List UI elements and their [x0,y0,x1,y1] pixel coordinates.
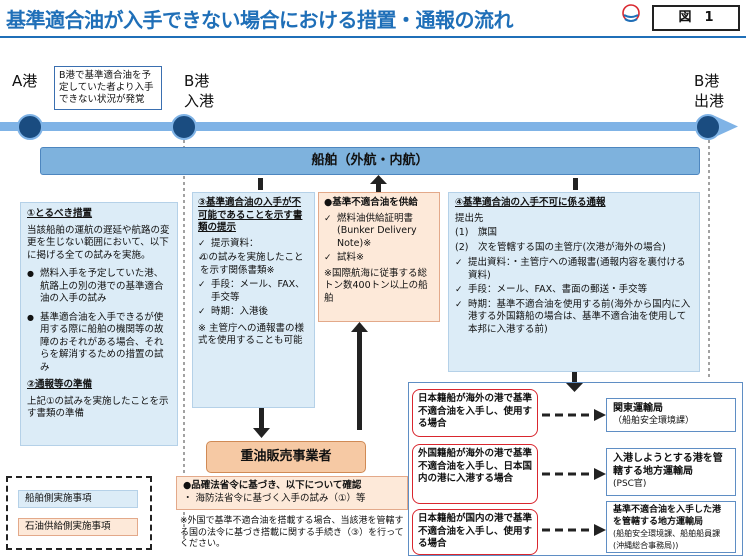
dealer-note-line2: ・ 海防法省令に基づく入手の試み（①）等 [183,492,366,504]
list-item: 燃料油供給証明書(Bunker Delivery Note)※ [324,213,434,251]
legend-ship-side: 船舶側実施事項 [18,490,138,508]
report-heading: ④基準適合油の入手不可に係る通報 [455,197,606,208]
bottom-note: ※外国で基準不適合油を搭載する場合、当該港を管轄する国の法令に基づき搭載に関する… [180,516,404,549]
fuel-list: 燃料油供給証明書(Bunker Delivery Note)※ 試料※ [324,213,434,265]
flow-authority-2-sub: (PSC官) [613,479,647,489]
fuel-dealer-box: 重油販売事業者 [206,441,366,473]
title-divider [0,36,746,38]
documents-list: 提示資料： ①の試みを実施したことを示す関係書類※ 手段：メール、FAX、手交等… [198,238,309,319]
flow-authority-3-name: 基準不適合油を入手した港を管轄する地方運輸局 [613,505,722,527]
list-item: 提示資料： [198,238,309,251]
documents-note: ※ 主管庁への通報書の様式を使用することも可能 [198,322,304,347]
report-list: 提出資料：・主管庁への通報書(通報内容を裏付ける資料) 手段：メール、FAX、書… [455,257,693,336]
list-item: 基準適合油を入手できるが使用する際に船舶の機関等の故障のおそれがある場合、それら… [27,312,171,375]
documents-heading: ③基準適合油の入手が不可能であることを示す書類の提示 [198,197,303,233]
panel-report: ④基準適合油の入手不可に係る通報 提出先 (1) 旗国 (2) 次を管轄する国の… [448,192,700,372]
list-item: 時期：基準不適合油を使用する前(海外から国内に入港する外国籍船の場合は、基準不適… [455,299,693,337]
dealer-note-line1: ●品確法省令に基づき、以下について確認 [183,480,362,491]
list-item: 手段：メール、FAX、書面の郵送・手交等 [455,284,693,297]
port-a-dot [17,114,43,140]
panel-measures: ①とるべき措置 当該船舶の運航の遅延や航路の変更を生じない範囲において、以下に掲… [20,202,178,446]
figure-label: 図 1 [652,5,740,31]
flow-authority-2-name: 入港しようとする港を管轄する地方運輸局 [613,453,723,477]
list-item: 手段：メール、FAX、手交等 [198,279,309,304]
flow-dashed-arrows [542,409,606,536]
list-item: 提出資料：・主管庁への通報書(通報内容を裏付ける資料) [455,257,693,282]
legend: 船舶側実施事項 石油供給側実施事項 [6,476,152,550]
flow-authority-1: 関東運輸局 （船舶安全環境課） [606,398,736,432]
fuel-note: ※国際航海に従事する総トン数400トン以上の船舶 [324,267,428,304]
list-item: 時期：入港後 [198,306,309,319]
port-b-entry-dot [171,114,197,140]
flow-case-3: 日本籍船が国内の港で基準不適合油を入手し、使用する場合 [412,509,538,555]
list-item: 試料※ [324,252,434,265]
report-prep-text: 上記①の試みを実施したことを示す書類の準備 [27,395,169,420]
discovery-callout: B港で基準適合油を予定していた者より入手できない状況が発覚 [54,66,162,110]
report-dest-2: (2) 次を管轄する国の主管庁(次港が海外の場合) [455,241,666,253]
report-prep-heading: ②通報等の準備 [27,379,93,390]
timeline-arrow [0,116,738,137]
flow-authority-1-name: 関東運輸局 [613,403,663,414]
dashed-guides [183,140,710,540]
flow-case-1: 日本籍船が海外の港で基準不適合油を入手し、使用する場合 [412,389,538,437]
measures-heading: ①とるべき措置 [27,208,93,219]
panel-fuel-supply: ●基準不適合油を供給 燃料油供給証明書(Bunker Delivery Note… [318,192,440,322]
list-item-text: ①の試みを実施したことを示す関係書類※ [200,252,304,276]
flow-authority-3: 基準不適合油を入手した港を管轄する地方運輸局 (船舶安全環境課、船舶船員課(沖縄… [606,501,736,553]
logo-icon [622,4,640,22]
page-title: 基準適合油が入手できない場合における措置・通報の流れ [6,8,514,32]
list-item: 燃料入手を予定していた港、航路上の別の港での基準適合油の入手の試み [27,268,171,306]
report-dest-label: 提出先 [455,212,484,224]
port-b-exit-line2: 出港 [694,92,725,110]
measures-intro: 当該船舶の運航の遅延や航路の変更を生じない範囲において、以下に掲げる全ての試みを… [27,224,170,261]
flow-authority-3-sub: (船舶安全環境課、船舶船員課(沖縄総合事務局)) [613,529,721,550]
flow-authority-2: 入港しようとする港を管轄する地方運輸局 (PSC官) [606,448,736,496]
flow-authority-1-sub: （船舶安全環境課） [613,416,695,426]
legend-fuel-side: 石油供給側実施事項 [18,518,138,536]
panel-documents: ③基準適合油の入手が不可能であることを示す書類の提示 提示資料： ①の試みを実施… [192,192,315,408]
flow-arrows [253,175,583,438]
dealer-note: ●品確法省令に基づき、以下について確認 ・ 海防法省令に基づく入手の試み（①）等 [176,476,408,510]
port-b-exit-dot [695,114,721,140]
report-flow-container [408,382,743,556]
ship-bar: 船舶（外航・内航） [40,147,700,175]
port-b-entry-line1: B港 [184,72,210,90]
port-b-entry-line2: 入港 [184,92,215,110]
list-item-plain: ①の試みを実施したことを示す関係書類※ [198,252,309,277]
flow-case-2: 外国籍船が海外の港で基準不適合油を入手し、日本国内の港に入港する場合 [412,444,538,504]
port-a-label: A港 [12,72,38,90]
measures-list: 燃料入手を予定していた港、航路上の別の港での基準適合油の入手の試み 基準適合油を… [27,268,171,374]
fuel-heading: ●基準不適合油を供給 [324,197,418,208]
report-dest-1: (1) 旗国 [455,227,497,238]
port-b-exit-line1: B港 [694,72,720,90]
